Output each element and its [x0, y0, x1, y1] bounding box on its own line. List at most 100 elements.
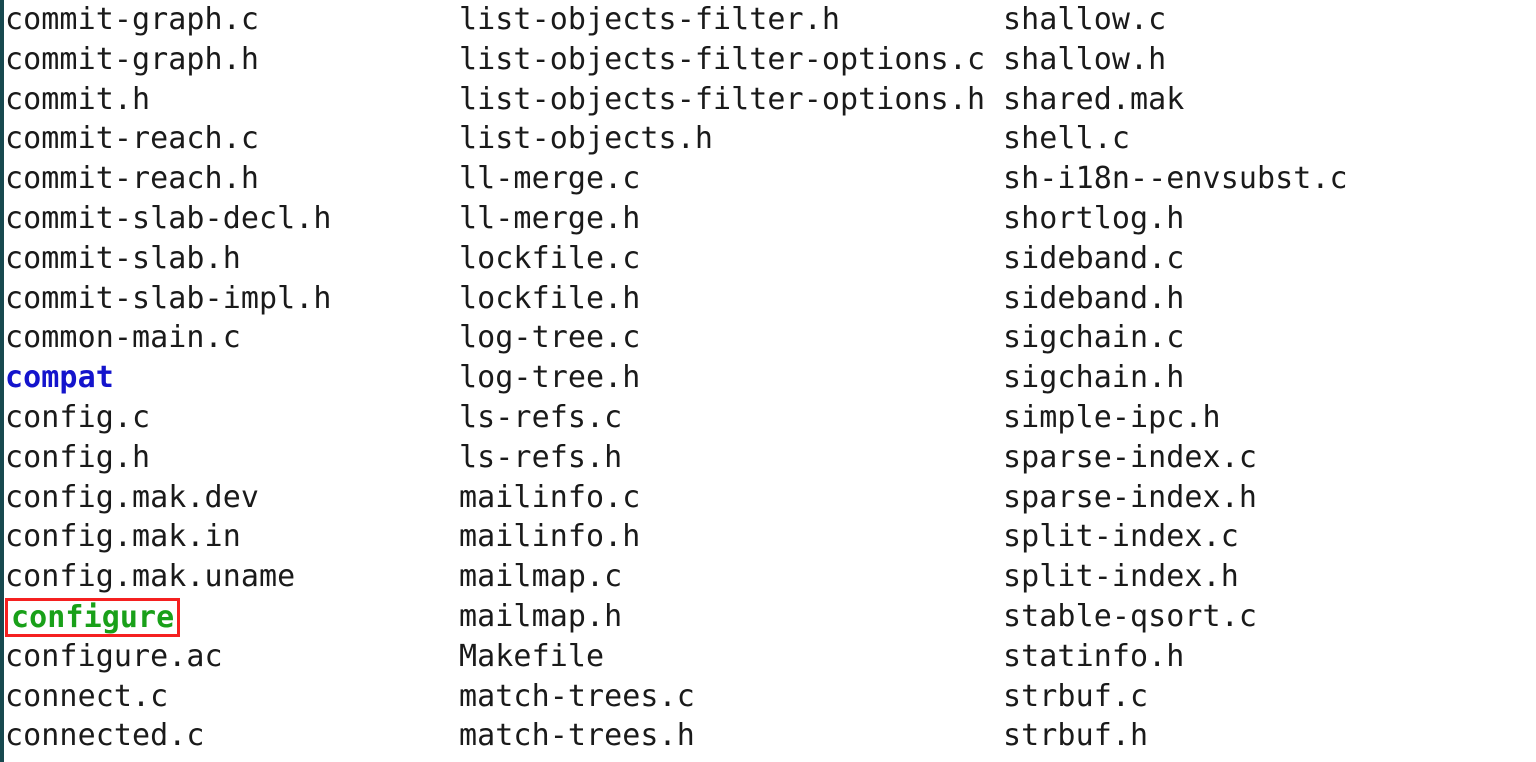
file-entry[interactable]: commit-reach.c	[5, 119, 459, 159]
file-entry[interactable]: sparse-index.c	[1003, 438, 1536, 478]
file-entry[interactable]: match-trees.h	[459, 716, 1003, 756]
file-entry[interactable]: config.mak.uname	[5, 557, 459, 597]
file-entry[interactable]: shallow.h	[1003, 40, 1536, 80]
file-entry-label: ll-merge.h	[459, 200, 641, 236]
file-entry[interactable]: split-index.h	[1003, 557, 1536, 597]
file-entry-label: ll-merge.c	[459, 161, 641, 197]
file-entry-label: split-index.h	[1003, 559, 1239, 595]
file-entry-label: configure.ac	[5, 638, 223, 674]
file-entry[interactable]: shared.mak	[1003, 80, 1536, 120]
file-entry[interactable]: commit-graph.h	[5, 40, 459, 80]
file-entry-label: match-trees.h	[459, 718, 695, 754]
file-entry[interactable]: match-trees.c	[459, 677, 1003, 717]
file-entry-label: mailmap.c	[459, 559, 623, 595]
file-entry-label: mailinfo.h	[459, 519, 641, 555]
file-entry[interactable]: ls-refs.c	[459, 398, 1003, 438]
file-entry[interactable]: sh-i18n--envsubst.c	[1003, 159, 1536, 199]
file-entry[interactable]: shortlog.h	[1003, 199, 1536, 239]
file-entry[interactable]: mailmap.c	[459, 557, 1003, 597]
file-entry-label: sparse-index.c	[1003, 439, 1257, 475]
directory-entry[interactable]: compat	[5, 358, 459, 398]
file-entry-label: common-main.c	[5, 320, 241, 356]
file-entry-label: config.mak.uname	[5, 559, 296, 595]
file-entry[interactable]: strbuf.c	[1003, 677, 1536, 717]
file-entry[interactable]: simple-ipc.h	[1003, 398, 1536, 438]
file-entry[interactable]: split-index.c	[1003, 517, 1536, 557]
file-entry[interactable]: mailinfo.c	[459, 478, 1003, 518]
file-entry-label: ls-refs.c	[459, 399, 623, 435]
file-entry[interactable]: sparse-index.h	[1003, 478, 1536, 518]
file-entry[interactable]: ll-merge.c	[459, 159, 1003, 199]
file-entry[interactable]: commit-graph.c	[5, 0, 459, 40]
file-entry-label: strbuf.h	[1003, 718, 1149, 754]
file-entry[interactable]: log-tree.h	[459, 358, 1003, 398]
file-entry-label: ls-refs.h	[459, 439, 623, 475]
file-entry[interactable]: config.mak.dev	[5, 478, 459, 518]
file-entry[interactable]: config.h	[5, 438, 459, 478]
file-entry[interactable]: list-objects-filter.h	[459, 0, 1003, 40]
terminal-left-edge-stripe	[0, 0, 4, 762]
file-entry-label: sigchain.h	[1003, 360, 1185, 396]
file-entry[interactable]: ll-merge.h	[459, 199, 1003, 239]
file-entry[interactable]: strbuf.h	[1003, 716, 1536, 756]
file-entry[interactable]: sigchain.c	[1003, 318, 1536, 358]
file-entry[interactable]: stable-qsort.c	[1003, 597, 1536, 637]
file-entry[interactable]: config.mak.in	[5, 517, 459, 557]
file-entry[interactable]: mailmap.h	[459, 597, 1003, 637]
file-entry-label: log-tree.h	[459, 360, 641, 396]
file-entry[interactable]: config.c	[5, 398, 459, 438]
file-entry-label: log-tree.c	[459, 320, 641, 356]
file-entry-label: commit-reach.c	[5, 121, 259, 157]
file-entry[interactable]: lockfile.c	[459, 239, 1003, 279]
file-entry[interactable]: list-objects-filter-options.c	[459, 40, 1003, 80]
file-entry-label: sigchain.c	[1003, 320, 1185, 356]
file-entry[interactable]: sigchain.h	[1003, 358, 1536, 398]
file-entry-label: match-trees.c	[459, 678, 695, 714]
file-entry[interactable]: connect.c	[5, 677, 459, 717]
file-entry-label: stable-qsort.c	[1003, 598, 1257, 634]
file-entry[interactable]: commit-reach.h	[5, 159, 459, 199]
file-entry[interactable]: ls-refs.h	[459, 438, 1003, 478]
file-entry[interactable]: sideband.c	[1003, 239, 1536, 279]
file-entry-label: list-objects-filter.h	[459, 2, 840, 37]
file-entry[interactable]: configure.ac	[5, 637, 459, 677]
file-entry-label: connected.c	[5, 718, 205, 754]
file-entry[interactable]: mailinfo.h	[459, 517, 1003, 557]
file-entry-label: config.h	[5, 439, 151, 475]
file-entry-label: lockfile.h	[459, 280, 641, 316]
file-entry[interactable]: log-tree.c	[459, 318, 1003, 358]
file-entry[interactable]: lockfile.h	[459, 279, 1003, 319]
file-entry[interactable]: commit-slab.h	[5, 239, 459, 279]
file-entry[interactable]: sideband.h	[1003, 279, 1536, 319]
file-entry[interactable]: shell.c	[1003, 119, 1536, 159]
file-entry-label: connect.c	[5, 678, 169, 714]
file-entry[interactable]: commit-slab-impl.h	[5, 279, 459, 319]
file-entry[interactable]: Makefile	[459, 637, 1003, 677]
file-entry-label: commit-graph.h	[5, 41, 259, 77]
file-entry-label: commit.h	[5, 81, 151, 117]
file-entry-label: shared.mak	[1003, 81, 1185, 117]
file-entry-label: commit-slab.h	[5, 240, 241, 276]
file-entry-label: sideband.h	[1003, 280, 1185, 316]
file-entry-label: list-objects-filter-options.h	[459, 81, 986, 117]
file-entry-annotated[interactable]: configure	[5, 597, 459, 637]
file-entry[interactable]: commit.h	[5, 80, 459, 120]
file-entry-label: shallow.c	[1003, 2, 1167, 37]
file-entry[interactable]: list-objects.h	[459, 119, 1003, 159]
file-entry[interactable]: statinfo.h	[1003, 637, 1536, 677]
file-entry[interactable]: connected.c	[5, 716, 459, 756]
file-entry-label: config.mak.dev	[5, 479, 259, 515]
file-entry-label: Makefile	[459, 638, 605, 674]
file-entry[interactable]: list-objects-filter-options.h	[459, 80, 1003, 120]
file-entry-label: commit-slab-impl.h	[5, 280, 332, 316]
file-entry[interactable]: shallow.c	[1003, 0, 1536, 40]
file-entry-label: sideband.c	[1003, 240, 1185, 276]
file-entry-label: shallow.h	[1003, 41, 1167, 77]
file-entry[interactable]: commit-slab-decl.h	[5, 199, 459, 239]
file-entry-label: config.mak.in	[5, 519, 241, 555]
file-entry[interactable]: common-main.c	[5, 318, 459, 358]
